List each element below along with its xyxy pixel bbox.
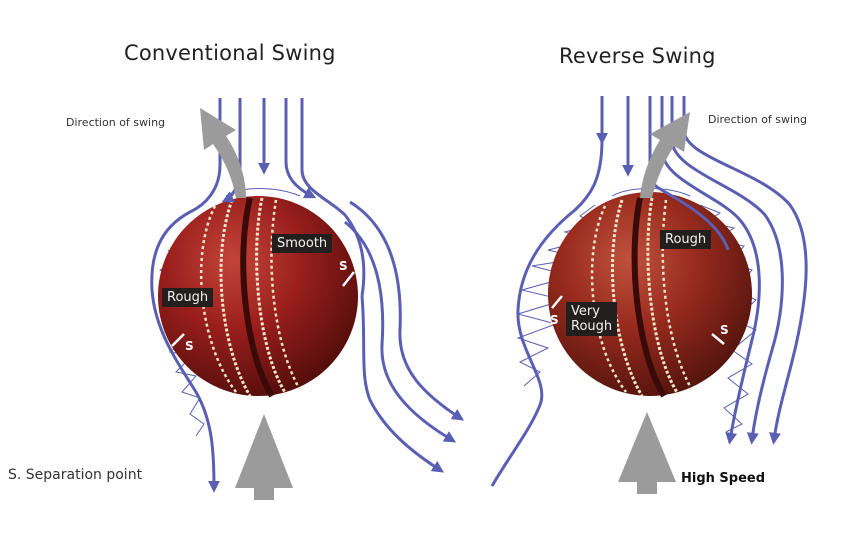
left-separation-mark-2: S <box>185 339 194 353</box>
left-travel-arrow <box>235 414 293 500</box>
right-wake-zigzag-left <box>516 204 597 387</box>
left-swing-direction-arrow <box>200 108 246 198</box>
left-direction-label: Direction of swing <box>66 116 166 129</box>
left-flow-line-4 <box>284 98 317 199</box>
right-cricket-ball <box>548 192 752 398</box>
right-travel-arrow <box>618 412 676 494</box>
left-smooth-label: Smooth <box>272 234 333 253</box>
left-rough-label: Rough <box>162 288 214 307</box>
left-outer-flow-1 <box>349 200 465 421</box>
reverse-swing-title: Reverse Swing <box>559 44 716 68</box>
conventional-swing-title: Conventional Swing <box>124 41 336 65</box>
right-flow-line-4 <box>660 96 761 445</box>
right-separation-mark-2: S <box>720 323 729 337</box>
left-outer-flow-3 <box>360 295 445 473</box>
left-outer-flow-2 <box>344 220 457 443</box>
right-separation-tick-2 <box>711 333 725 345</box>
right-direction-label: Direction of swing <box>708 113 808 126</box>
right-flow-line-5 <box>670 96 784 445</box>
right-separation-mark-1: S <box>550 313 559 327</box>
high-speed-label: High Speed <box>681 471 766 486</box>
left-separation-tick-1 <box>342 271 355 287</box>
left-top-cap <box>225 188 301 197</box>
separation-point-legend: S. Separation point <box>8 467 143 483</box>
right-flow-line-1b <box>490 139 604 487</box>
left-separation-tick-2 <box>171 333 185 347</box>
right-swing-direction-arrow <box>640 112 690 198</box>
right-flow-line-6 <box>682 96 808 445</box>
reverse-swing-panel <box>490 96 808 494</box>
right-wake-zigzag-right <box>699 204 757 433</box>
left-separation-mark-1: S <box>339 259 348 273</box>
right-rough-label: Rough <box>660 230 712 249</box>
left-flow-line-5 <box>300 98 366 297</box>
right-separation-tick-1 <box>551 295 563 309</box>
left-flow-line-1 <box>150 98 222 493</box>
right-very-rough-label: Very Rough <box>566 302 618 336</box>
